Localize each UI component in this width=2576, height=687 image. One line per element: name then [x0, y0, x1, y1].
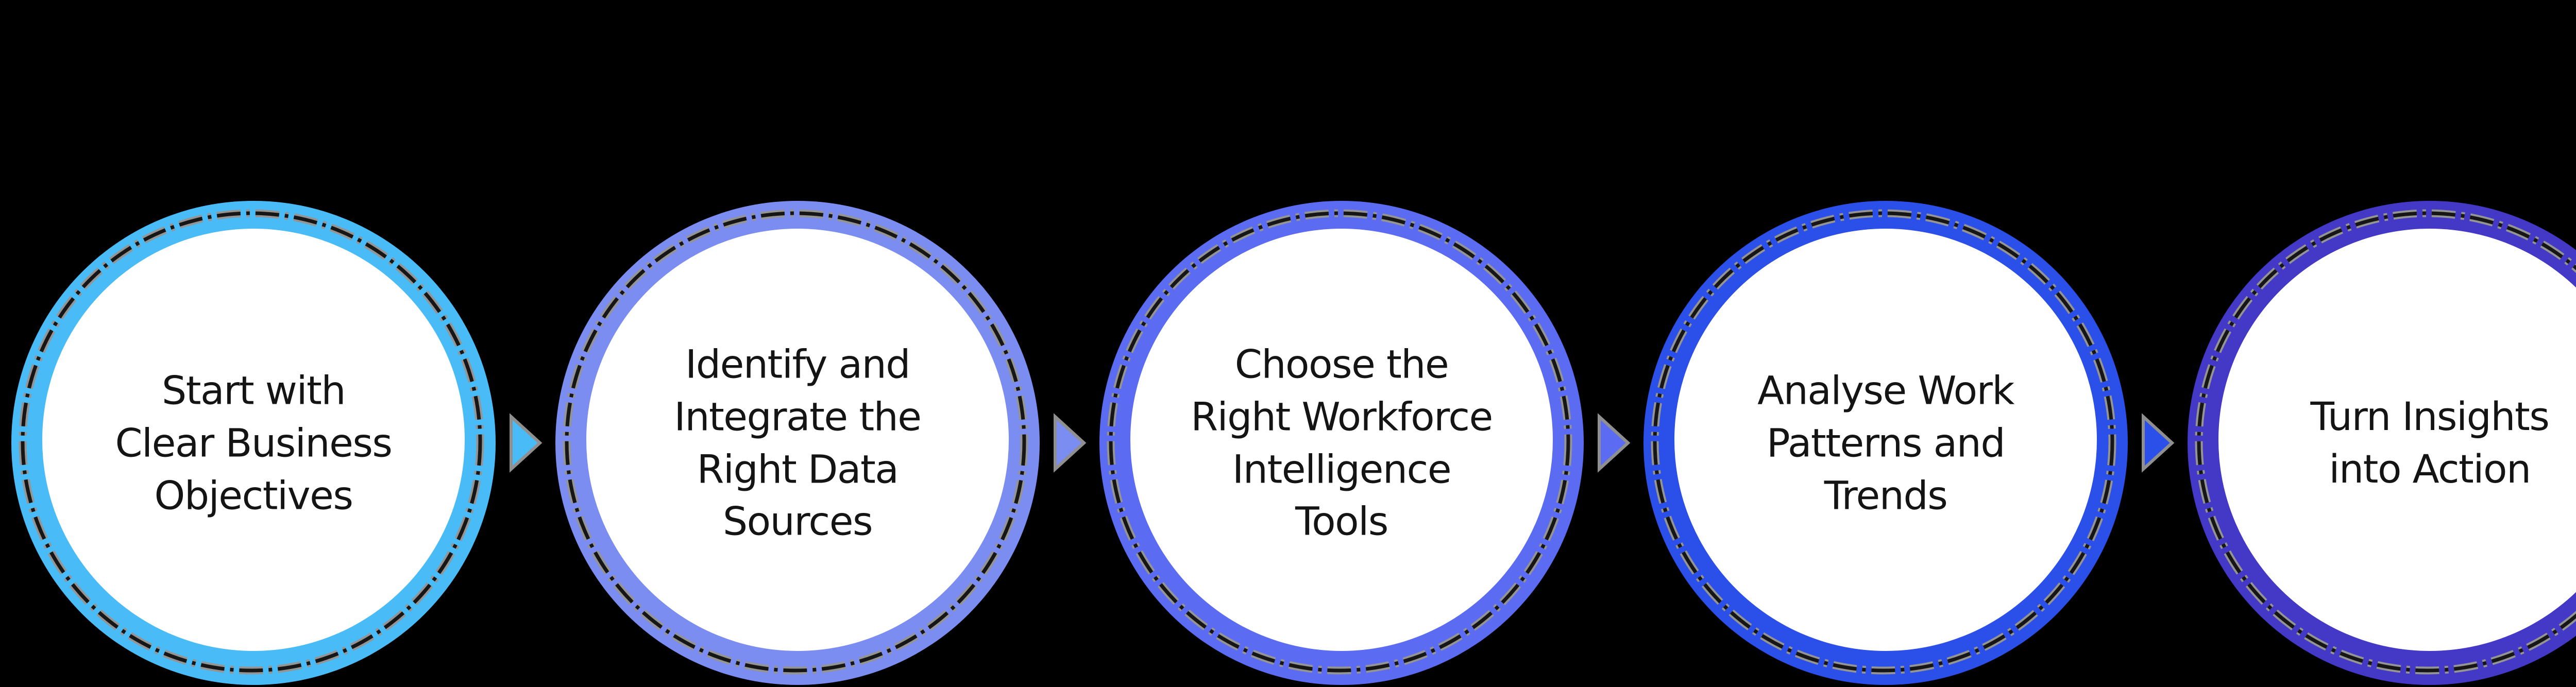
arrow-slot-4 — [2128, 201, 2188, 685]
ring-inner — [2218, 229, 2576, 651]
arrow-slot-3 — [1584, 201, 1643, 685]
process-step-3: Choose the Right Workforce Intelligence … — [1099, 201, 1584, 685]
process-step-5: Turn Insights into Action — [2188, 201, 2576, 685]
arrow-right-shape — [1054, 413, 1087, 473]
ring-inner — [1674, 229, 2097, 651]
step-label: Analyse Work Patterns and Trends — [1757, 367, 2014, 518]
arrow-right-icon — [510, 413, 543, 473]
ring-dash-core — [565, 211, 1026, 673]
step-label: Turn Insights into Action — [2310, 393, 2550, 492]
ring-dash-core — [21, 211, 482, 673]
step-ring — [555, 201, 1040, 685]
arrow-right-icon — [2142, 413, 2175, 473]
ring-inner — [586, 229, 1009, 651]
ring-dash-core — [2197, 211, 2576, 673]
step-label: Start with Clear Business Objectives — [115, 367, 393, 518]
arrow-right-icon — [1054, 413, 1087, 473]
arrow-slot-2 — [1040, 201, 1099, 685]
arrow-right-shape — [510, 413, 543, 473]
process-step-1: Start with Clear Business Objectives — [11, 201, 496, 685]
arrow-right-shape — [1598, 413, 1631, 473]
steps-row: Start with Clear Business Objectives Ide… — [11, 201, 2576, 685]
arrow-slot-1 — [496, 201, 555, 685]
ring-dash-core — [1653, 211, 2114, 673]
ring-inner — [42, 229, 465, 651]
step-ring — [2188, 201, 2576, 685]
process-step-4: Analyse Work Patterns and Trends — [1643, 201, 2128, 685]
process-step-2: Identify and Integrate the Right Data So… — [555, 201, 1040, 685]
step-ring — [11, 201, 496, 685]
arrow-right-icon — [1598, 413, 1631, 473]
arrow-right-shape — [2142, 413, 2175, 473]
step-label: Choose the Right Workforce Intelligence … — [1191, 341, 1493, 544]
step-ring — [1099, 201, 1584, 685]
ring-dash-core — [1109, 211, 1570, 673]
step-label: Identify and Integrate the Right Data So… — [674, 341, 922, 544]
step-ring — [1643, 201, 2128, 685]
ring-inner — [1130, 229, 1553, 651]
